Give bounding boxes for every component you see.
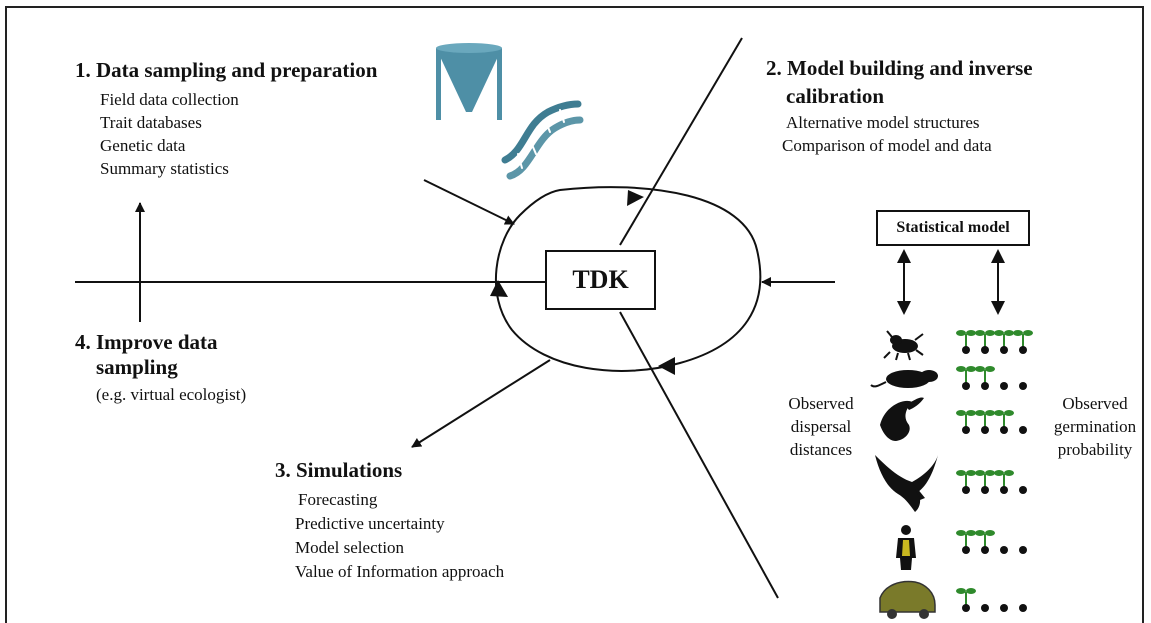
seedling-sprouted — [994, 470, 1014, 494]
seedling-sprouted — [975, 470, 995, 494]
funnel-trap-icon — [436, 43, 502, 120]
seedling-sprouted — [975, 530, 995, 554]
loop-arrow-right — [658, 357, 675, 375]
dna-icon — [501, 100, 584, 180]
section2-item-1: Alternative model structures — [786, 113, 980, 132]
arrow-from-data — [423, 179, 515, 225]
seedling-sprouted — [956, 530, 976, 554]
seed-dormant — [1000, 604, 1008, 612]
dispersal-label-line3: distances — [789, 440, 853, 459]
statistical-model-box: Statistical model — [876, 210, 1030, 246]
germination-label-line2: germination — [1053, 417, 1137, 436]
section1-item-4: Summary statistics — [100, 159, 229, 178]
person-icon — [896, 525, 916, 570]
section3-item-3: Model selection — [295, 538, 405, 557]
section1-item-3: Genetic data — [100, 136, 186, 155]
arrow-to-simulations — [411, 359, 551, 448]
car-icon — [879, 580, 936, 619]
seedling-sprouted — [956, 588, 976, 612]
figure-frame — [5, 6, 1144, 623]
insect-icon — [883, 330, 924, 361]
germination-label-line3: probability — [1057, 440, 1133, 459]
rodent-icon — [870, 370, 938, 388]
section1-item-1: Field data collection — [100, 90, 239, 109]
section2-title-line1: 2. Model building and inverse — [766, 56, 1033, 80]
seed-dormant — [1019, 382, 1027, 390]
section1-title: 1. Data sampling and preparation — [75, 58, 378, 82]
seedling-sprouted — [956, 410, 976, 434]
seedling-sprouted — [1013, 330, 1033, 354]
loop-arrow-top — [627, 190, 644, 206]
large-bird-icon — [875, 455, 938, 512]
seed-dormant — [1019, 426, 1027, 434]
seedling-sprouted — [975, 410, 995, 434]
seedling-sprouted — [975, 330, 995, 354]
seedling-sprouted — [956, 366, 976, 390]
dispersal-label-line1: Observed — [788, 394, 854, 413]
diagonal-divider-upper — [619, 37, 743, 246]
seedling-sprouted — [975, 366, 995, 390]
section1-item-2: Trait databases — [100, 113, 202, 132]
section4-title-line1: 4. Improve data — [75, 330, 218, 354]
section2-item-2: Comparison of model and data — [782, 136, 992, 155]
seedling-sprouted — [956, 330, 976, 354]
seed-dormant — [1019, 486, 1027, 494]
tdk-box: TDK — [545, 250, 656, 310]
seed-dormant — [981, 604, 989, 612]
section2-title-line2: calibration — [786, 84, 884, 108]
seed-dormant — [1019, 604, 1027, 612]
germination-label-line1: Observed — [1062, 394, 1128, 413]
section3-item-4: Value of Information approach — [295, 562, 505, 581]
seed-dormant — [1000, 546, 1008, 554]
seedling-sprouted — [994, 410, 1014, 434]
seed-dormant — [1000, 382, 1008, 390]
small-bird-icon — [880, 397, 924, 441]
section4-subtitle: (e.g. virtual ecologist) — [96, 385, 247, 404]
seedling-sprouted — [956, 470, 976, 494]
germination-grid — [956, 330, 1033, 612]
section3-title: 3. Simulations — [275, 458, 403, 482]
section3-item-1: Forecasting — [298, 490, 378, 509]
loop-arrow-left — [490, 280, 508, 297]
diagonal-divider-lower — [619, 311, 779, 599]
dispersal-label-line2: dispersal — [790, 417, 852, 436]
section3-item-2: Predictive uncertainty — [295, 514, 445, 533]
seed-dormant — [1019, 546, 1027, 554]
section4-title-line2: sampling — [96, 355, 178, 379]
seedling-sprouted — [994, 330, 1014, 354]
